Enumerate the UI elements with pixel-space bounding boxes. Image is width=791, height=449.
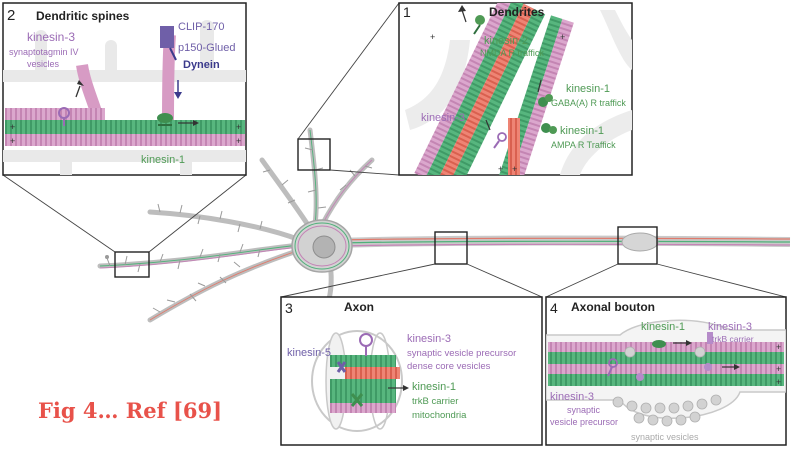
zoom-box-dendrites <box>297 138 331 171</box>
dynein-complex-icon <box>160 26 182 99</box>
svg-text:+: + <box>498 164 503 174</box>
svg-text:+: + <box>560 32 565 42</box>
svg-text:+: + <box>776 342 781 352</box>
kinesin3-dendrite-icon <box>485 119 507 149</box>
label-clip170: CLIP-170 <box>178 21 224 33</box>
mt-pink-spines-1 <box>5 134 245 146</box>
panel-axon: 3 Axon kinesin-5 kinesin-3 synaptic vesi… <box>280 296 543 446</box>
zoom-box-bouton <box>617 226 658 265</box>
mt-green-spines-1 <box>5 120 245 134</box>
figure-reference-label: Fig 4… Ref [69] <box>38 398 222 423</box>
label-kinesin2: kinesin-2 <box>484 35 528 47</box>
label-synaptotagmin: synaptotagmin IV <box>9 47 79 57</box>
plus-end-markers: + + + + <box>10 122 241 146</box>
label-kinesin1-ampa: kinesin-1 <box>560 125 604 137</box>
label-kinesin1: kinesin-1 <box>641 321 685 333</box>
label-kinesin3: kinesin-3 <box>421 112 465 124</box>
mt-pink-spines-2 <box>5 108 105 120</box>
svg-text:+: + <box>10 136 15 146</box>
label-kinesin3-bottom: kinesin-3 <box>550 391 594 403</box>
synaptic-vesicle-cluster <box>612 346 722 427</box>
label-dynein: Dynein <box>183 59 220 71</box>
kinesin3-bouton-bottom-icon <box>607 358 644 381</box>
panel-number: 2 <box>7 7 15 24</box>
spine-tufts <box>106 147 373 313</box>
label-nmda: NMDA R traffick <box>480 48 544 58</box>
mt-pink-axon <box>330 403 396 413</box>
zoom-box-spines <box>114 251 150 278</box>
label-ampa: AMPA R Traffick <box>551 140 616 150</box>
svg-text:+: + <box>10 122 15 132</box>
mt-red-axon <box>345 367 400 379</box>
kinesin3-spine-icon <box>58 80 84 126</box>
background-dendrite-shapes <box>405 10 632 175</box>
panel-dendritic-spines: + + + + 2 Dendritic spines kinesin-3 syn… <box>2 2 247 176</box>
axon-shaft <box>339 232 791 252</box>
label-svp: synaptic vesicle precursor <box>407 348 516 359</box>
mt-green-axon-2 <box>330 379 396 391</box>
background-dendrite-shapes <box>3 20 246 175</box>
dendrite-tracks <box>99 129 373 321</box>
zoom-connectors <box>2 2 787 298</box>
svg-text:+: + <box>430 32 435 42</box>
axon-bouton-swelling <box>621 232 659 252</box>
mt-green-bouton-2 <box>548 374 784 386</box>
panel-title: Dendritic spines <box>36 9 130 23</box>
panel-number: 3 <box>285 300 293 316</box>
panel-title: Axonal bouton <box>571 300 655 314</box>
label-vesicles: vesicles <box>27 59 60 69</box>
kinesin1-bouton-icon <box>652 340 692 348</box>
label-kinesin3-top: kinesin-3 <box>708 321 752 333</box>
soma <box>291 219 353 273</box>
kinesin3-bouton-top-icon <box>707 332 713 344</box>
panel-number: 4 <box>550 300 558 316</box>
panel-axonal-bouton: + + + 4 Axonal bouton kinesin-1 kinesin-… <box>545 296 787 446</box>
label-trkb: trkB carrier <box>712 334 754 344</box>
svg-text:+: + <box>236 122 241 132</box>
svg-text:+: + <box>776 377 781 387</box>
plus-end-markers: + + + <box>776 342 781 387</box>
zoom-box-axon <box>434 231 468 265</box>
panel-dendrites: + + + + 1 Dendrites kinesin-2 NMDA R tra… <box>398 2 633 176</box>
label-kinesin1: kinesin-1 <box>141 154 185 166</box>
mt-pink-bouton-1 <box>548 342 784 352</box>
mt-green-axon-3 <box>330 391 396 403</box>
label-synaptic-vesicles: synaptic vesicles <box>631 432 699 442</box>
plus-end-markers: + + + + <box>430 32 565 174</box>
kinesin3-bouton-right-icon <box>704 363 740 371</box>
kinesin1-dendrite-icon-2 <box>541 123 557 134</box>
label-vesicle-precursor: vesicle precursor <box>550 417 618 427</box>
mt-green-axon-1 <box>330 355 396 367</box>
label-kinesin5: kinesin-5 <box>287 347 331 359</box>
label-gaba: GABA(A) R traffick <box>551 98 626 108</box>
label-mito: mitochondria <box>412 410 467 421</box>
mt-green-bouton-1 <box>548 352 784 364</box>
kinesin1-dendrite-icon-1 <box>537 79 553 107</box>
label-p150glued: p150-Glued <box>178 42 236 54</box>
panel-title: Dendrites <box>489 5 545 19</box>
label-kinesin3: kinesin-3 <box>407 333 451 345</box>
svg-text:+: + <box>236 136 241 146</box>
kinesin3-axon-icon <box>359 333 373 356</box>
label-kinesin1: kinesin-1 <box>412 381 456 393</box>
nucleus <box>312 235 336 259</box>
label-synaptic: synaptic <box>567 405 601 415</box>
svg-text:+: + <box>512 164 517 174</box>
spine-heads <box>105 255 109 259</box>
label-trkb: trkB carrier <box>412 396 458 407</box>
label-dcv: dense core vesicles <box>407 361 491 372</box>
microtubule-bundle-left <box>414 3 546 175</box>
kinesin1-axon-icon <box>350 393 364 407</box>
svg-text:+: + <box>776 364 781 374</box>
kinesin5-icon <box>336 361 347 373</box>
mt-pink-bouton-2 <box>548 364 784 374</box>
label-kinesin3: kinesin-3 <box>27 30 75 44</box>
kinesin2-icon <box>458 5 485 35</box>
label-kinesin1-gaba: kinesin-1 <box>566 83 610 95</box>
panel-title: Axon <box>344 300 374 314</box>
kinesin1-spine-icon <box>157 113 199 126</box>
microtubule-red-center <box>508 118 520 175</box>
panel-number: 1 <box>403 4 411 20</box>
